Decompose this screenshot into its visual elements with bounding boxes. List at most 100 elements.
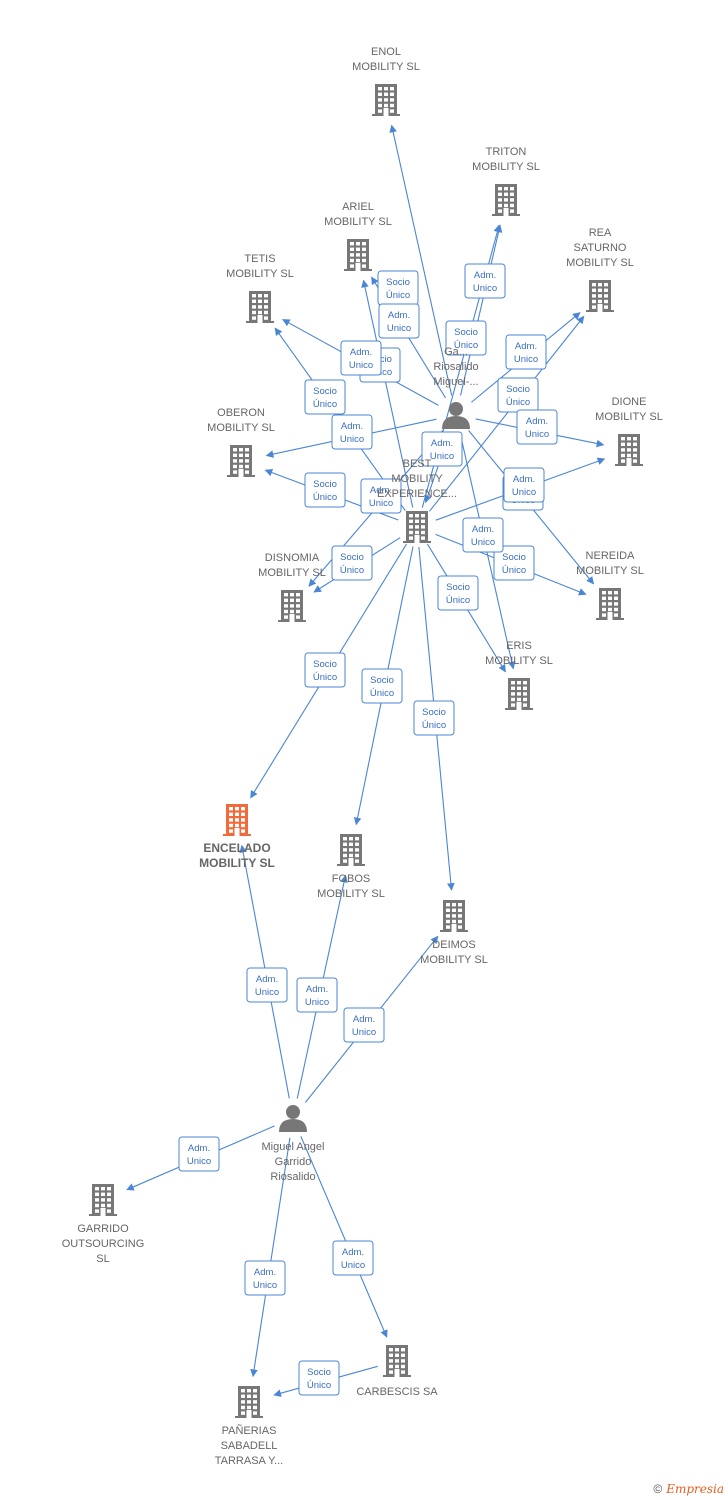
edge-label[interactable]: Adm.Unico xyxy=(332,1240,374,1276)
node-gpers[interactable]: Ga...RiosalidoMiguel-... xyxy=(433,346,479,429)
edge-label-text: Unico xyxy=(512,487,536,498)
node-label: MOBILITY SL xyxy=(576,565,644,577)
node-label: Garrido xyxy=(275,1156,312,1168)
edge-label[interactable]: Adm.Unico xyxy=(464,263,506,299)
person-icon xyxy=(442,402,470,429)
building-icon xyxy=(596,588,624,620)
edge-label-text: Único xyxy=(454,340,478,351)
edge-label[interactable]: Adm.Unico xyxy=(343,1007,385,1043)
node-label: Riosalido xyxy=(270,1171,315,1183)
building-icon xyxy=(403,511,431,543)
node-ariel[interactable]: ARIEL MOBILITY SL xyxy=(324,201,392,271)
edge-label[interactable]: Adm.Unico xyxy=(505,334,547,370)
node-best[interactable]: BESTMOBILITYEXPERIENCE... xyxy=(377,458,457,543)
node-label: MOBILITY SL xyxy=(472,161,540,173)
building-icon xyxy=(372,84,400,116)
building-icon xyxy=(586,280,614,312)
node-label: MOBILITY SL xyxy=(420,954,488,966)
edge-label[interactable]: Adm.Unico xyxy=(246,967,288,1003)
edge-label-text: Unico xyxy=(253,1280,277,1291)
footer: © Empresia xyxy=(653,1482,724,1496)
edge-label-text: Adm. xyxy=(513,474,535,485)
node-label: DISNOMIA xyxy=(265,552,320,564)
edge-label-text: Unico xyxy=(352,1027,376,1038)
node-dione[interactable]: DIONE MOBILITY SL xyxy=(595,396,663,466)
building-icon xyxy=(89,1184,117,1216)
node-label: ERIS xyxy=(506,640,532,652)
edge-label[interactable]: Adm. Unico xyxy=(503,467,545,503)
edge-label[interactable]: Adm.Unico xyxy=(244,1260,286,1296)
edge-label[interactable]: Adm.Unico xyxy=(421,431,463,467)
edge-label[interactable]: Adm.Unico xyxy=(378,303,420,339)
building-icon xyxy=(227,445,255,477)
edge-label-text: Socio xyxy=(386,277,410,288)
node-label: Ga... xyxy=(444,346,468,358)
edge-label-text: Socio xyxy=(446,582,470,593)
edge-label-text: Socio xyxy=(313,386,337,397)
edge-best-ariel xyxy=(361,279,414,508)
node-label: FOBOS xyxy=(332,873,371,885)
edge-label[interactable]: Adm.Unico xyxy=(178,1136,220,1172)
edge-label-text: Unico xyxy=(341,1260,365,1271)
edge-label-text: Unico xyxy=(471,537,495,548)
node-label: DIONE xyxy=(612,396,647,408)
edge-label[interactable]: Adm.Unico xyxy=(331,414,373,450)
edge-label-text: Adm. xyxy=(256,974,278,985)
node-label: BEST xyxy=(403,458,432,470)
node-label: MOBILITY SL xyxy=(485,655,553,667)
edge-label-text: Único xyxy=(506,397,530,408)
edge-label-text: Unico xyxy=(340,434,364,445)
edge-label[interactable]: Adm.Unico xyxy=(360,478,402,514)
node-label: MOBILITY SL xyxy=(595,411,663,423)
node-carbescis[interactable]: CARBESCIS SA xyxy=(356,1345,438,1398)
edge-label[interactable]: Adm.Unico xyxy=(340,340,382,376)
edge-label-text: Adm. xyxy=(431,438,453,449)
edge-label[interactable]: Adm.Unico xyxy=(296,977,338,1013)
edge-label-text: Adm. xyxy=(388,310,410,321)
node-label: TARRASA Y... xyxy=(215,1455,283,1467)
node-label: Miguel-... xyxy=(433,376,478,388)
edge-label-text: Adm. xyxy=(306,984,328,995)
edge-label-text: Único xyxy=(340,565,364,576)
node-label: REA xyxy=(589,227,612,239)
edge-label[interactable]: Adm.Unico xyxy=(462,517,504,553)
node-label: ARIEL xyxy=(342,201,374,213)
node-label: MOBILITY SL xyxy=(324,216,392,228)
building-icon xyxy=(383,1345,411,1377)
node-label: OBERON xyxy=(217,407,265,419)
edge-label-text: Socio xyxy=(506,384,530,395)
edge-label-text: Socio xyxy=(313,659,337,670)
edge-label-text: Socio xyxy=(370,675,394,686)
edge-label[interactable]: Adm.Unico xyxy=(516,409,558,445)
node-eris[interactable]: ERIS MOBILITY SL xyxy=(485,640,553,710)
edge-label-text: Socio xyxy=(454,327,478,338)
brand-logo[interactable]: Empresia xyxy=(666,1482,724,1496)
